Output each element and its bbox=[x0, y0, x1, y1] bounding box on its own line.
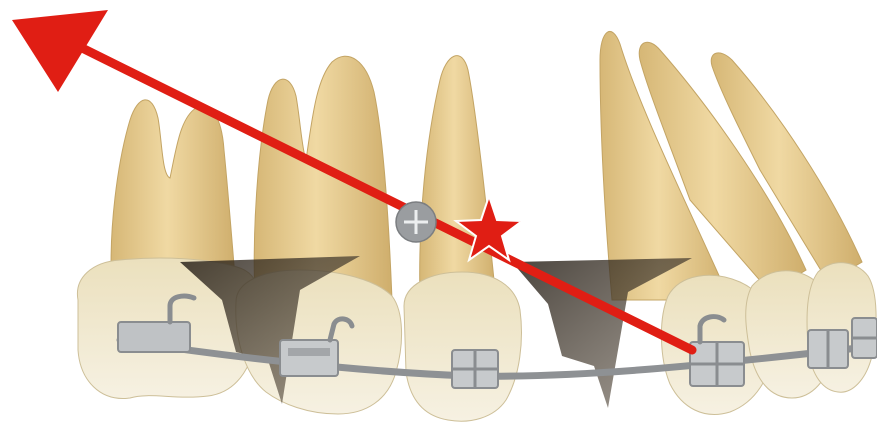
bracket-premolar-2 bbox=[452, 350, 498, 388]
premolar-2-crown bbox=[404, 272, 521, 421]
bracket-central-incisor bbox=[852, 318, 877, 358]
bracket-lateral-incisor bbox=[808, 330, 848, 368]
premolar-2-root bbox=[420, 56, 496, 300]
center-of-resistance-marker bbox=[396, 202, 436, 242]
